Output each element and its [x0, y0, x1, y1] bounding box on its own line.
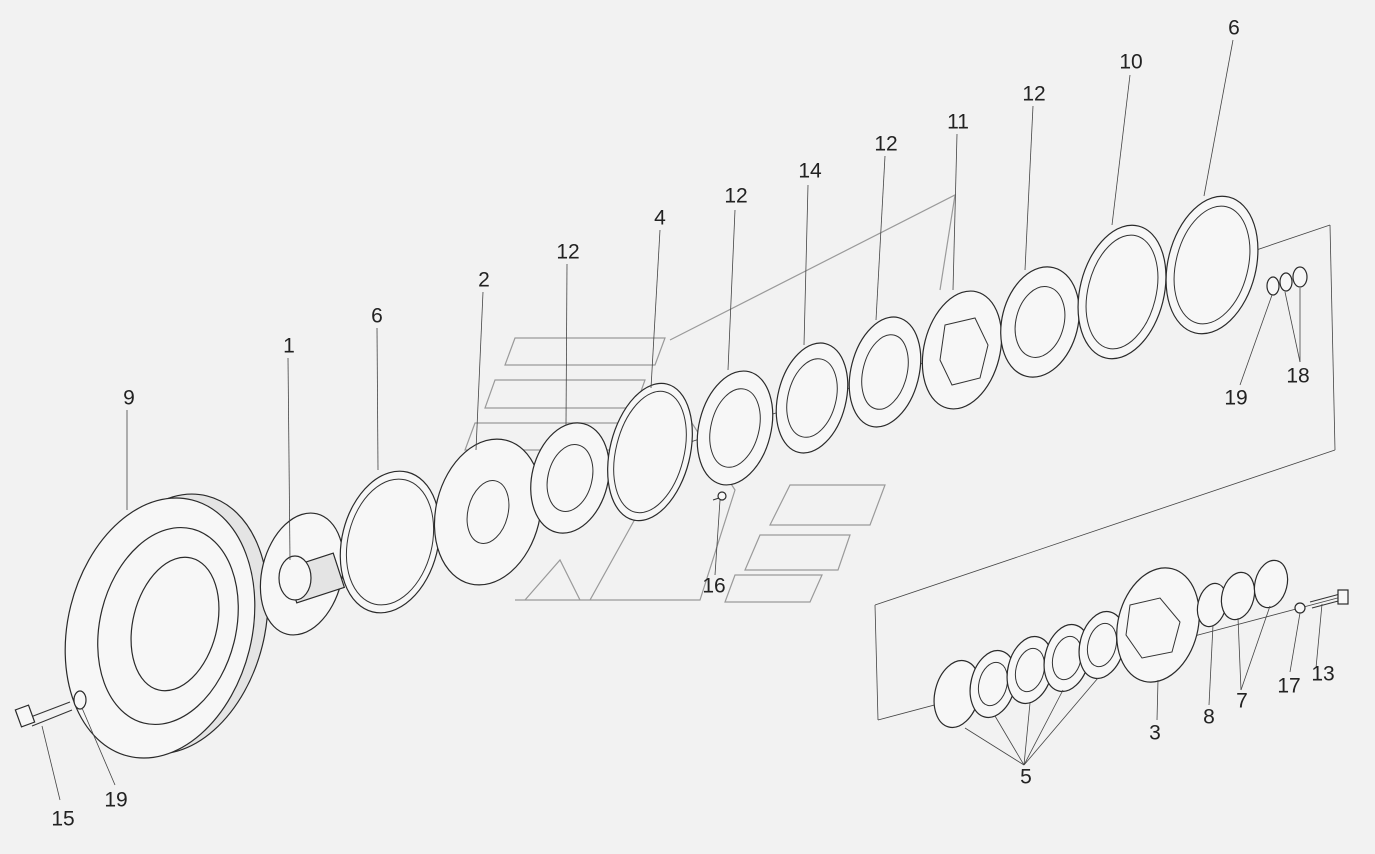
- label-part-15: 15: [51, 807, 75, 831]
- nut-part-18: [1279, 272, 1293, 292]
- ring-part-4: [607, 382, 693, 522]
- friction-disc-part-12: [848, 316, 922, 428]
- friction-disc-part-12: [530, 422, 610, 534]
- gasket-ring-part-6: [1165, 195, 1259, 335]
- plate-part-2: [433, 438, 543, 586]
- friction-disc-part-12: [1000, 266, 1080, 378]
- label-part-19: 19: [104, 788, 128, 812]
- disc-part-14: [775, 342, 849, 454]
- label-part-4: 4: [654, 206, 666, 230]
- nut-part-17: [1294, 602, 1306, 614]
- label-part-18: 18: [1286, 364, 1310, 388]
- gasket-ring-part-6: [339, 470, 441, 614]
- label-part-6: 6: [1228, 16, 1240, 40]
- shims-part-5: [933, 610, 1126, 729]
- plate-part-11: [921, 290, 1003, 410]
- bolt-part-13: [1309, 589, 1349, 609]
- rings-part-7: [1220, 559, 1289, 621]
- label-part-12: 12: [556, 240, 580, 264]
- friction-disc-part-12: [696, 370, 774, 486]
- label-part-9: 9: [123, 386, 135, 410]
- label-part-3: 3: [1149, 721, 1161, 745]
- label-part-11: 11: [947, 110, 969, 134]
- nut-part-18: [1292, 266, 1308, 288]
- label-part-12: 12: [724, 184, 748, 208]
- label-part-13: 13: [1311, 662, 1335, 686]
- label-part-5: 5: [1020, 765, 1032, 789]
- label-part-12: 12: [874, 132, 898, 156]
- pin-part-16: [712, 491, 727, 501]
- label-part-7: 7: [1236, 689, 1248, 713]
- bolt-part-15: [14, 701, 73, 728]
- washer-part-19: [1266, 276, 1280, 296]
- label-part-14: 14: [798, 159, 822, 183]
- leader-lines: [41, 39, 1323, 801]
- label-part-2: 2: [478, 268, 490, 292]
- label-part-17: 17: [1277, 674, 1301, 698]
- label-part-6: 6: [371, 304, 383, 328]
- label-part-12: 12: [1022, 82, 1046, 106]
- hub-part-1: [259, 512, 346, 636]
- washer-part-19: [73, 690, 87, 710]
- pulley-part-9: [64, 493, 269, 759]
- hub-part-3: [1116, 567, 1200, 683]
- label-part-10: 10: [1119, 50, 1143, 74]
- label-part-8: 8: [1203, 705, 1215, 729]
- label-part-16: 16: [702, 574, 726, 598]
- label-part-19: 19: [1224, 386, 1248, 410]
- label-part-1: 1: [283, 334, 295, 358]
- ring-part-10: [1077, 224, 1167, 360]
